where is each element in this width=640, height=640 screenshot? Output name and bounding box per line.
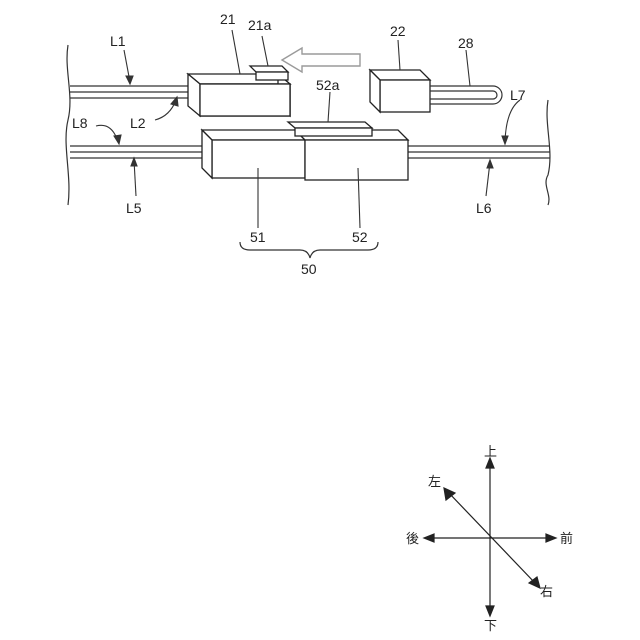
connector-21	[188, 66, 290, 116]
label-L6: L6	[476, 200, 492, 216]
direction-right: 右	[540, 585, 553, 600]
direction-left: 左	[428, 475, 441, 490]
direction-compass	[424, 458, 556, 616]
loop-cable-28	[430, 86, 502, 104]
label-52: 52	[352, 229, 368, 245]
direction-down: 下	[484, 619, 497, 634]
label-50: 50	[301, 261, 317, 277]
direction-front: 前	[560, 531, 573, 547]
label-21a: 21a	[248, 17, 272, 33]
label-L5: L5	[126, 200, 142, 216]
direction-back: 後	[406, 532, 419, 547]
label-L1: L1	[110, 33, 126, 49]
label-L7: L7	[510, 87, 526, 103]
label-L8: L8	[72, 115, 88, 131]
break-line-left	[66, 45, 70, 205]
label-21: 21	[220, 11, 236, 27]
insertion-direction-arrow	[282, 48, 360, 72]
direction-up: 上	[484, 445, 497, 460]
connector-52	[288, 122, 408, 180]
label-28: 28	[458, 35, 474, 51]
upper-cable	[70, 86, 202, 100]
label-L2: L2	[130, 115, 146, 131]
connector-51	[202, 130, 305, 178]
label-51: 51	[250, 229, 266, 245]
lower-cable-left	[70, 146, 218, 159]
connector-22	[370, 70, 430, 112]
lower-cable-right	[405, 146, 550, 158]
label-52a: 52a	[316, 77, 340, 93]
label-22: 22	[390, 23, 406, 39]
